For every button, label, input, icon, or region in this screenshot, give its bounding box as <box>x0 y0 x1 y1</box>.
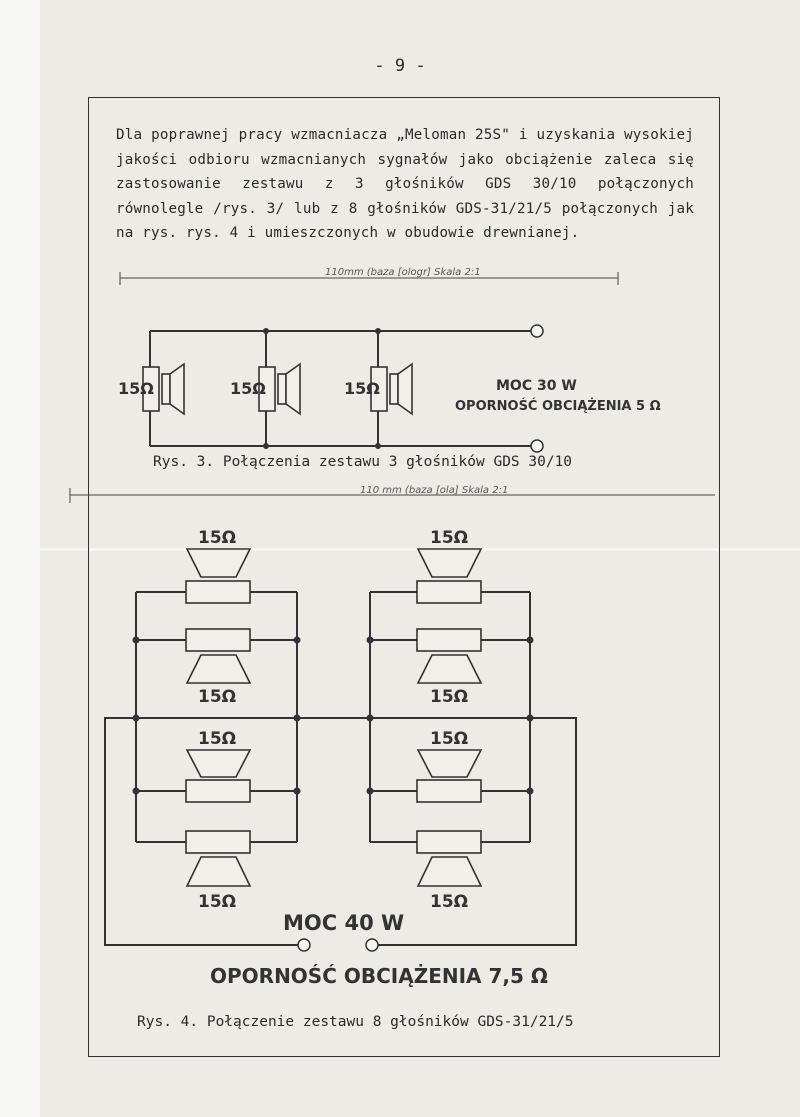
fig4-speaker-3-label: 15Ω <box>198 729 236 749</box>
fig4-speaker-6-label: 15Ω <box>430 687 468 707</box>
fig3-speaker-1: 15Ω <box>118 331 185 446</box>
fig4-schematic: 15Ω 15Ω 15Ω 15Ω 15Ω 15Ω <box>104 528 577 988</box>
fig3-schematic: 15Ω 15Ω 15Ω MOC 30 W OPORNOŚĆ OBCIĄŻENIA… <box>118 324 661 453</box>
fig4-speaker-5-label: 15Ω <box>430 528 468 548</box>
fig4-speaker-8: 15Ω <box>416 830 483 912</box>
fig3-scale-note: 110mm (baza [ologr] Skala 2:1 <box>325 267 481 278</box>
fig4-speaker-4: 15Ω <box>185 830 252 912</box>
fig3-speaker-2: 15Ω <box>230 331 301 446</box>
fig4-speaker-8-label: 15Ω <box>430 892 468 912</box>
fig3-speaker-1-label: 15Ω <box>118 379 154 398</box>
fig3-speaker-2-label: 15Ω <box>230 379 266 398</box>
fig3-speaker-3: 15Ω <box>344 331 413 446</box>
fig4-speaker-7: 15Ω <box>416 729 483 803</box>
fig4-speaker-2: 15Ω <box>185 628 252 707</box>
fig4-impedance-label: OPORNOŚĆ OBCIĄŻENIA 7,5 Ω <box>210 964 548 988</box>
fig4-speaker-6: 15Ω <box>416 628 483 707</box>
fig4-speaker-5: 15Ω <box>416 528 483 604</box>
fig4-scale-bar: 110 mm (baza [ola] Skala 2:1 <box>69 485 715 503</box>
fig4-terminal-right <box>365 938 379 952</box>
scan-left-margin <box>0 0 40 1117</box>
fig3-impedance-label: OPORNOŚĆ OBCIĄŻENIA 5 Ω <box>455 398 661 414</box>
fig4-caption: Rys. 4. Połączenie zestawu 8 głośników G… <box>137 1014 574 1030</box>
fig3-scale-bar: 110mm (baza [ologr] Skala 2:1 <box>119 267 619 285</box>
fig3-terminal-minus <box>530 439 544 453</box>
fig4-speaker-1: 15Ω <box>185 528 252 604</box>
fig4-speaker-1-label: 15Ω <box>198 528 236 548</box>
intro-paragraph: Dla poprawnej pracy wzmacniacza „Meloman… <box>116 127 694 241</box>
fig4-speaker-2-label: 15Ω <box>198 687 236 707</box>
fig4-terminal-left <box>297 938 311 952</box>
fig4-scale-note: 110 mm (baza [ola] Skala 2:1 <box>360 485 508 496</box>
fig3-terminal-plus <box>530 324 544 338</box>
fig4-speaker-3: 15Ω <box>185 729 252 803</box>
fig4-power-label: MOC 40 W <box>283 911 404 935</box>
fig3-caption: Rys. 3. Połączenia zestawu 3 głośników G… <box>153 454 572 470</box>
page-frame <box>88 97 720 1057</box>
fig3-speaker-3-label: 15Ω <box>344 379 380 398</box>
fig4-speaker-4-label: 15Ω <box>198 892 236 912</box>
page-number: - 9 - <box>374 56 426 76</box>
fig3-power-label: MOC 30 W <box>496 378 577 394</box>
fig4-speaker-7-label: 15Ω <box>430 729 468 749</box>
